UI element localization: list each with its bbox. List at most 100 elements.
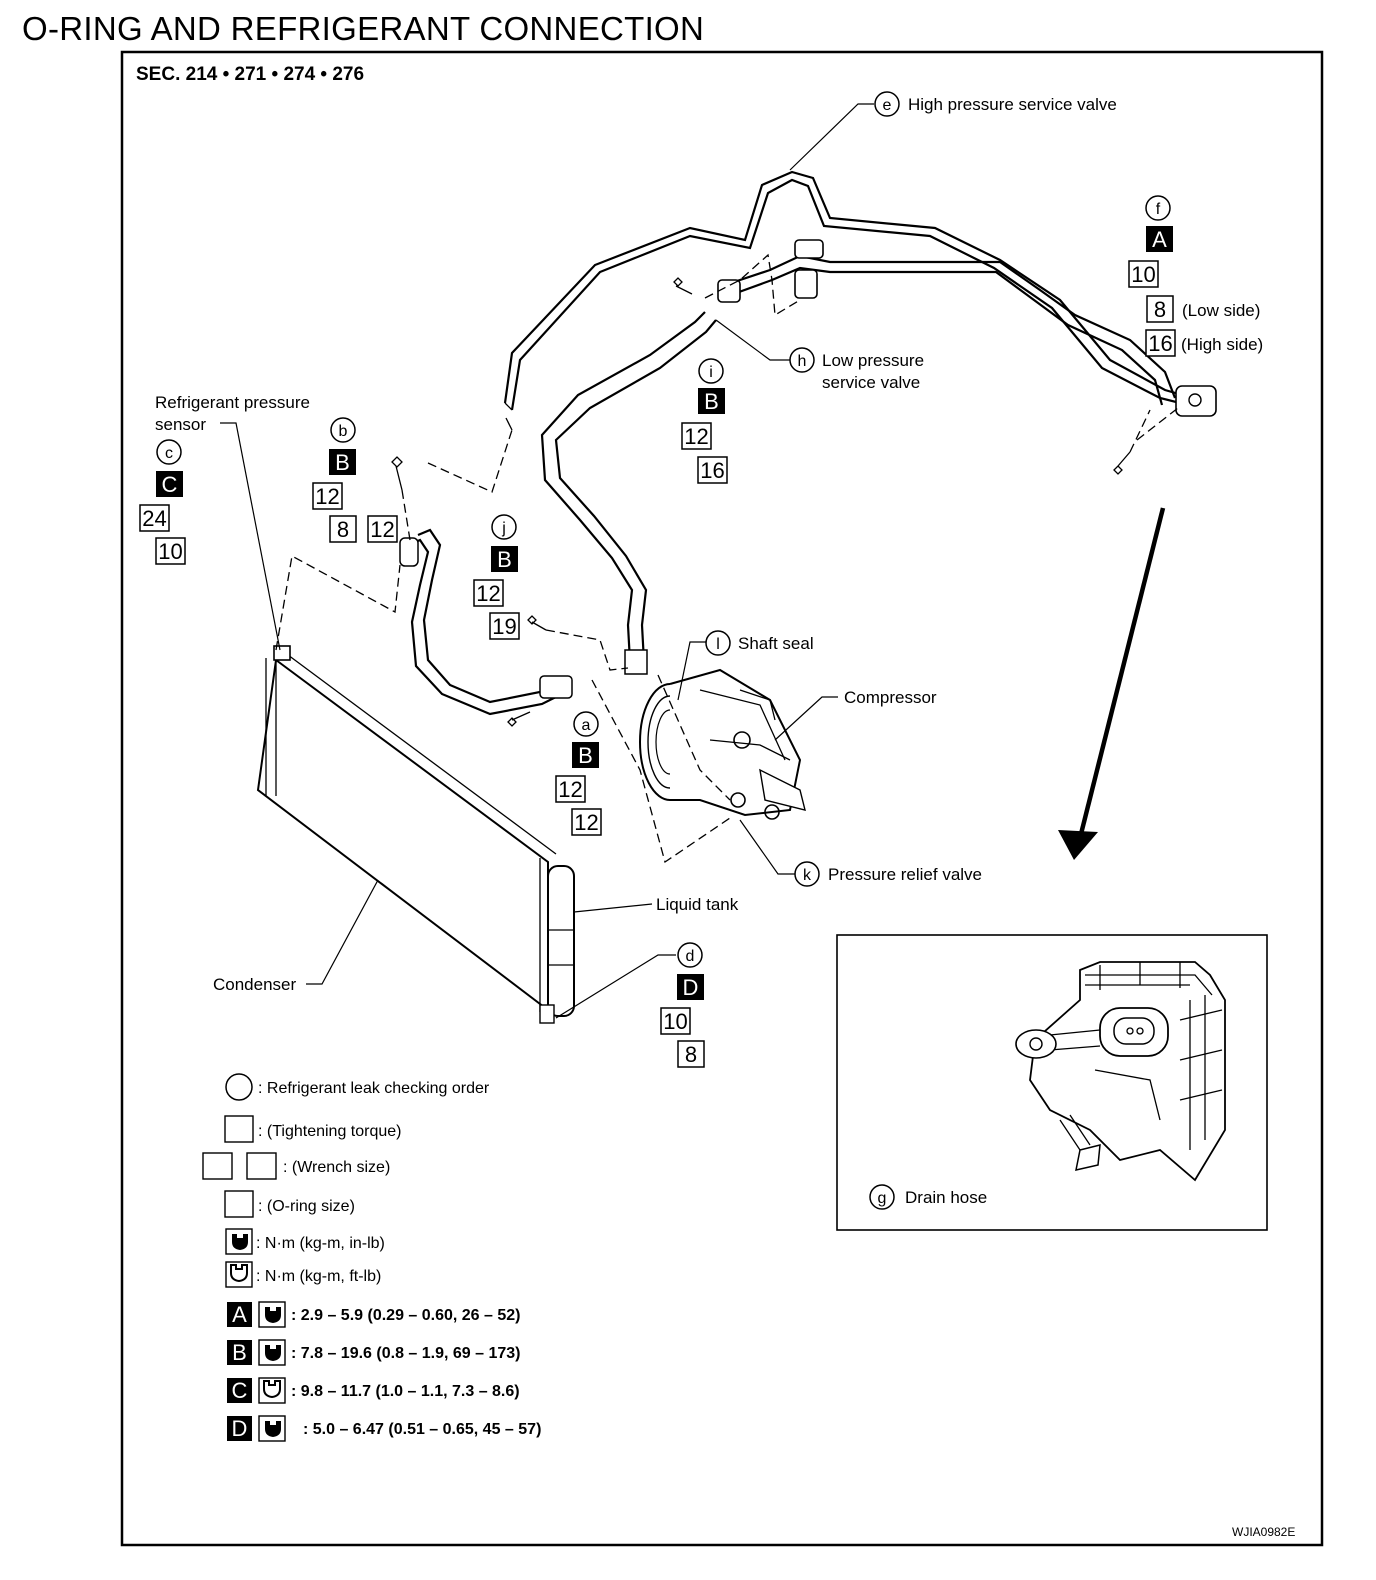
legend-tightening-torque: : (Tightening torque) xyxy=(258,1123,401,1140)
low-pressure-hose xyxy=(540,311,717,675)
callout-i-size-2: 16 xyxy=(700,458,724,483)
callout-f-size-3: 16 xyxy=(1148,331,1172,356)
callout-b-size-2: 8 xyxy=(337,517,349,542)
legend: : Refrigerant leak checking order : (Tig… xyxy=(202,1073,541,1442)
legend-wrench-box-symbol-1 xyxy=(202,1152,233,1180)
callout-e: e xyxy=(874,91,900,117)
callout-f-torque: A xyxy=(1152,227,1167,252)
figure-frame xyxy=(120,50,1324,1547)
callout-f-size-1: 10 xyxy=(1131,262,1155,287)
label-high-side: (High side) xyxy=(1181,335,1263,354)
label-compressor: Compressor xyxy=(844,688,937,707)
callout-a-size-1: 12 xyxy=(558,777,582,802)
callout-d-size-2: 8 xyxy=(685,1042,697,1067)
callout-a-size-2: 12 xyxy=(574,810,598,835)
callout-b: b B 12 8 12 xyxy=(312,417,398,543)
callout-k-letter: k xyxy=(803,867,812,884)
legend-torque-b-text: : 7.8 – 19.6 (0.8 – 1.9, 69 – 173) xyxy=(291,1345,521,1362)
legend-torque-a-text: : 2.9 – 5.9 (0.29 – 0.60, 26 – 52) xyxy=(291,1307,521,1324)
callout-k: k xyxy=(794,861,820,887)
callout-c-size-2: 10 xyxy=(158,539,182,564)
label-refrigerant-pressure-sensor-2: sensor xyxy=(155,415,206,434)
compressor xyxy=(639,668,806,820)
callout-a: a B 12 12 xyxy=(555,711,602,836)
legend-wrench-size: : (Wrench size) xyxy=(283,1159,390,1176)
callout-c-torque: C xyxy=(162,472,178,497)
legend-leak-order: : Refrigerant leak checking order xyxy=(258,1080,490,1097)
discharge-hose xyxy=(399,528,573,716)
legend-torque-spec-b: B : 7.8 – 19.6 (0.8 – 1.9, 69 – 173) xyxy=(227,1339,521,1366)
wrench-in-lb-icon xyxy=(225,1228,253,1255)
legend-circle-symbol xyxy=(225,1073,253,1101)
section-numbers: SEC. 214 • 271 • 274 • 276 xyxy=(136,64,364,85)
callout-i-torque: B xyxy=(704,389,719,414)
legend-torque-d-letter: D xyxy=(232,1416,248,1441)
callout-i: i B 12 16 xyxy=(681,358,728,484)
legend-torque-spec-d: D : 5.0 – 6.47 (0.51 – 0.65, 45 – 57) xyxy=(227,1415,541,1442)
callout-j-size-1: 12 xyxy=(476,581,500,606)
label-refrigerant-pressure-sensor: Refrigerant pressure xyxy=(155,393,310,412)
callout-h: h xyxy=(789,347,815,373)
callout-i-letter: i xyxy=(709,364,713,381)
legend-torque-d-text: : 5.0 – 6.47 (0.51 – 0.65, 45 – 57) xyxy=(303,1421,541,1438)
legend-unit-in-lb: : N·m (kg-m, in-lb) xyxy=(256,1235,385,1252)
callout-i-size-1: 12 xyxy=(684,424,708,449)
label-low-pressure-service-valve: Low pressure xyxy=(822,351,924,370)
legend-unit-ft-lb: : N·m (kg-m, ft-lb) xyxy=(256,1268,381,1285)
callout-c: c C 24 10 xyxy=(139,439,186,565)
callout-j-letter: j xyxy=(501,520,506,537)
callout-f-letter: f xyxy=(1156,201,1161,218)
bolts xyxy=(391,277,1131,727)
callout-l: l xyxy=(705,630,731,656)
drain-hose-inset: g Drain hose xyxy=(836,934,1268,1231)
callout-a-torque: B xyxy=(578,743,593,768)
callout-d-size-1: 10 xyxy=(663,1009,687,1034)
label-drain-hose: Drain hose xyxy=(905,1188,987,1207)
callout-j-torque: B xyxy=(497,547,512,572)
legend-torque-a-letter: A xyxy=(232,1302,247,1327)
label-high-pressure-service-valve: High pressure service valve xyxy=(908,95,1117,114)
callout-b-torque: B xyxy=(335,450,350,475)
label-liquid-tank: Liquid tank xyxy=(656,895,739,914)
callout-c-letter: c xyxy=(165,445,173,462)
legend-torque-spec-a: A : 2.9 – 5.9 (0.29 – 0.60, 26 – 52) xyxy=(227,1301,521,1328)
callout-g-letter: g xyxy=(878,1190,887,1207)
figure-code: WJIA0982E xyxy=(1232,1525,1295,1539)
low-pressure-pipe-upper xyxy=(717,239,1217,417)
legend-torque-box-symbol xyxy=(224,1115,254,1143)
callout-j: j B 12 19 xyxy=(473,514,520,640)
legend-torque-b-letter: B xyxy=(232,1340,247,1365)
liquid-tank xyxy=(539,865,575,1024)
alignment-lines xyxy=(275,253,1179,864)
callout-d-letter: d xyxy=(686,948,695,965)
label-pressure-relief-valve: Pressure relief valve xyxy=(828,865,982,884)
wrench-ft-lb-icon xyxy=(225,1261,253,1288)
callout-b-size-3: 12 xyxy=(370,517,394,542)
callout-a-letter: a xyxy=(582,717,591,734)
label-condenser: Condenser xyxy=(213,975,297,994)
label-low-pressure-service-valve-2: service valve xyxy=(822,373,920,392)
inset-pointer-arrow xyxy=(1058,507,1166,860)
label-shaft-seal: Shaft seal xyxy=(738,634,814,653)
callout-e-letter: e xyxy=(883,97,892,114)
callout-d-torque: D xyxy=(683,975,699,1000)
callout-c-size-1: 24 xyxy=(142,506,166,531)
callout-h-letter: h xyxy=(798,353,807,370)
label-low-side: (Low side) xyxy=(1182,301,1260,320)
callout-j-size-2: 19 xyxy=(492,614,516,639)
callout-f-size-2: 8 xyxy=(1154,297,1166,322)
callout-b-letter: b xyxy=(339,423,348,440)
legend-wrench-box-symbol-2 xyxy=(246,1152,277,1180)
callout-l-letter: l xyxy=(716,636,720,653)
callout-d: d D 10 8 xyxy=(660,942,705,1068)
callout-b-size-1: 12 xyxy=(315,484,339,509)
page-title: O-RING AND REFRIGERANT CONNECTION xyxy=(22,10,705,47)
callout-f: f A 10 8 16 xyxy=(1128,195,1176,357)
condenser xyxy=(256,645,557,1013)
legend-torque-c-text: : 9.8 – 11.7 (1.0 – 1.1, 7.3 – 8.6) xyxy=(291,1383,520,1400)
legend-oring-size: : (O-ring size) xyxy=(258,1198,355,1215)
legend-oring-box-symbol xyxy=(224,1190,254,1218)
legend-torque-c-letter: C xyxy=(232,1378,248,1403)
legend-torque-spec-c: C : 9.8 – 11.7 (1.0 – 1.1, 7.3 – 8.6) xyxy=(227,1377,520,1404)
